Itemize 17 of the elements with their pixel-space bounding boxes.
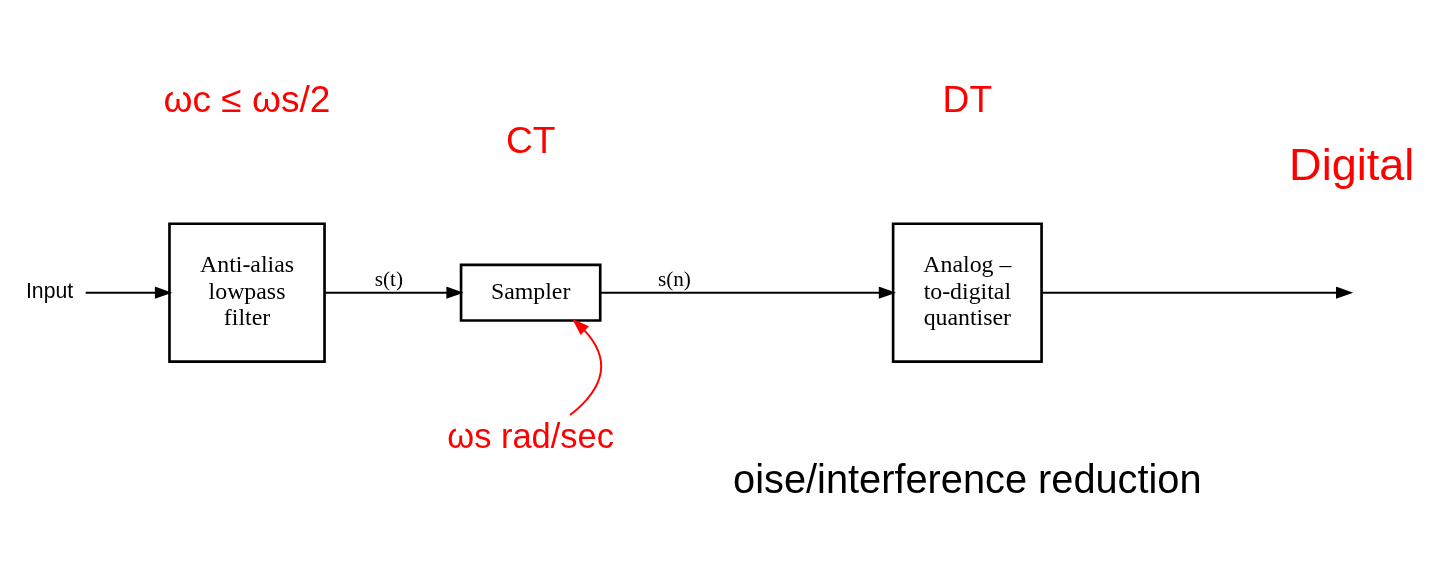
node-box: Analog – to-digital quantiser [891,221,1043,363]
label: CT [505,118,556,161]
label: ωc ≤ ωs/2 [163,77,331,120]
node-box: Anti-alias lowpass filter [168,221,326,363]
node-box: Sampler [459,263,602,322]
node-text: Input [25,278,74,302]
label: Digital [1289,138,1415,190]
arrow [84,286,173,299]
arrow [569,318,603,416]
arrow [1040,286,1354,299]
edge-label: s(t) [374,266,403,291]
edge-label: s(n) [657,266,691,291]
arrow [323,286,464,299]
arrow [599,286,897,299]
label: oise/interference reduction [733,456,1202,501]
label: DT [942,77,993,120]
node-text: ωs rad/sec [447,416,614,455]
